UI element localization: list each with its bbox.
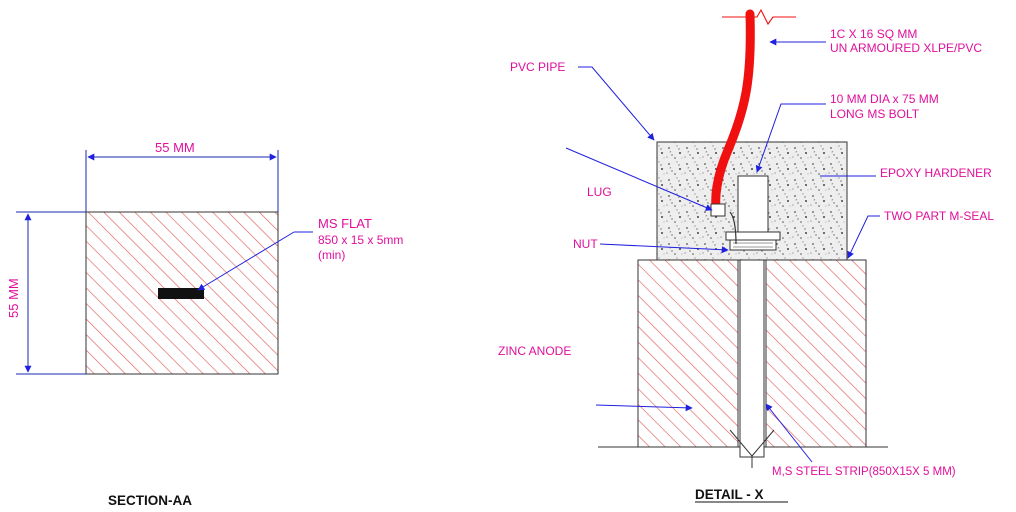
m-seal-leader [847,215,880,259]
nut [729,239,777,251]
cable-break [722,8,796,26]
section-aa: 55 MM 55 MM MS FLAT 850 x 15 x 5mm (min)… [6,140,403,508]
red-cable [711,9,755,217]
zinc-anode-label: ZINC ANODE [498,344,571,358]
nut-label: NUT [573,237,598,251]
pvc-pipe-label: PVC PIPE [510,60,565,74]
zinc-anode-left [637,259,739,448]
height-dimension-label: 55 MM [6,278,21,318]
cable-label-line1: 1C X 16 SQ MM [830,27,917,41]
steel-strip-leader [765,403,813,463]
ms-flat-size: 850 x 15 x 5mm [318,233,403,247]
detail-x-title: DETAIL - X [695,487,764,502]
bolt-label-line1: 10 MM DIA x 75 MM [830,92,939,106]
lug-leader [565,147,713,211]
epoxy-label: EPOXY HARDENER [880,166,992,180]
bolt-leader [755,103,826,173]
section-aa-title: SECTION-AA [108,493,192,508]
steel-strip-label: M,S STEEL STRIP(850X15X 5 MM) [772,466,956,478]
nut-leader [599,243,729,254]
width-dimension-label: 55 MM [155,140,195,155]
zinc-anode-right [765,259,867,448]
washer [725,231,781,241]
ms-flat-bar [158,288,204,299]
detail-x: 1C X 16 SQ MM UN ARMOURED XLPE/PVC PVC P… [498,8,994,503]
steel-strip [739,254,765,458]
bolt-label-line2: LONG MS BOLT [830,107,920,121]
zinc-anode-leader [595,404,693,412]
lug-label: LUG [587,185,612,199]
ms-flat-min: (min) [318,248,345,262]
ms-flat-label: MS FLAT [318,216,372,231]
m-seal-label: TWO PART M-SEAL [884,209,994,223]
cable-label-line2: UN ARMOURED XLPE/PVC [830,41,982,55]
pvc-pipe-leader [578,66,655,141]
ms-bolt [737,175,769,233]
cable-lug [710,203,726,217]
